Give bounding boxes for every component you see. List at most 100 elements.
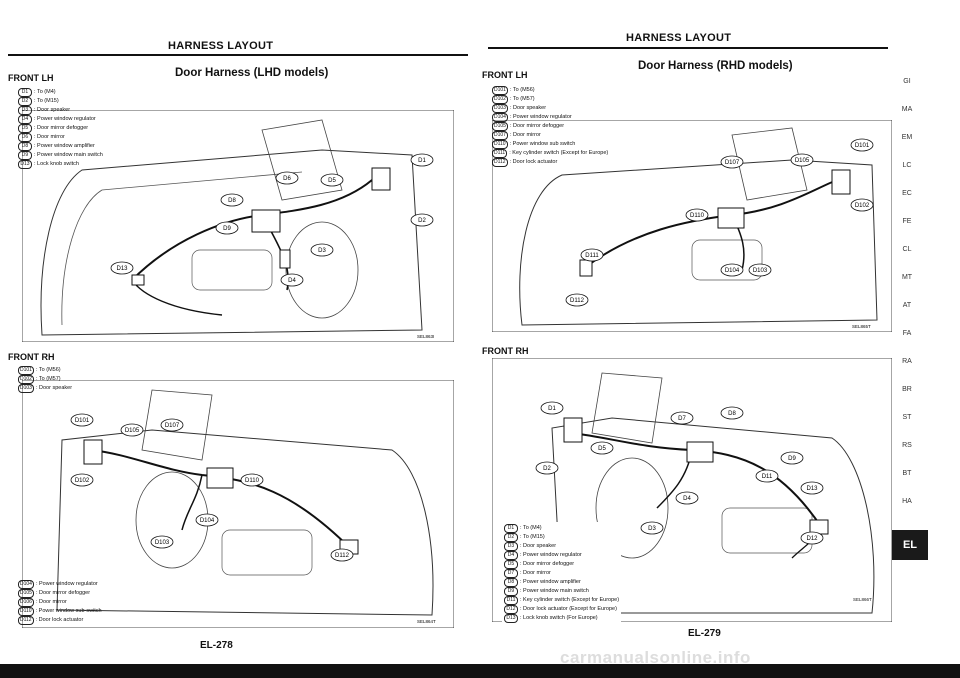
connector-label: D112 [335,553,350,559]
connector-label: D12 [806,536,818,542]
connector-code-badge: D8 [18,142,32,151]
right-front-rh-label: FRONT RH [482,346,529,356]
right-page-number: EL-279 [688,628,721,639]
legend-text: : Lock knob switch [34,161,79,167]
connector-code-badge: D101 [18,366,34,375]
legend-text: : Power window regulator [520,552,582,558]
legend-item: D102: To (M57) [492,95,608,104]
connector-code-badge: D107 [492,131,508,140]
connector-callout: D5 [320,173,344,187]
legend-text: : Power window sub-switch [35,608,102,614]
legend-text: : To (M57) [509,96,535,102]
legend-text: : Door speaker [509,105,547,111]
section-tab-ma[interactable]: MA [901,106,913,113]
section-tab-ra[interactable]: RA [902,358,912,365]
connector-code-badge: D13 [504,614,518,623]
left-front-lh-ref: SEL863I [417,334,434,339]
legend-item: D111: Key cylinder switch (Except for Eu… [492,149,608,158]
connector-callout: D103 [748,263,772,277]
connector-label: D11 [762,474,773,480]
connector-code-badge: D6 [18,133,32,142]
connector-label: D103 [753,268,768,274]
connector-callout: D13 [110,261,134,275]
connector-label: D2 [543,466,551,472]
connector-code-badge: D102 [18,375,34,384]
legend-item: D1: To (M4) [18,88,103,97]
connector-label: D111 [585,253,599,259]
legend-item: D9: Power window main switch [504,587,619,596]
legend-text: : Power window main switch [34,152,103,158]
legend-item: D1: To (M4) [504,524,619,533]
legend-text: : Door mirror [34,134,65,140]
left-front-rh-label: FRONT RH [8,352,55,362]
section-tab-ec[interactable]: EC [902,190,912,197]
right-header-rule [488,47,888,49]
connector-code-badge: D105 [492,122,508,131]
connector-code-badge: D13 [18,160,32,169]
connector-label: D102 [855,203,870,209]
connector-callout: D107 [160,418,184,432]
connector-label: D5 [598,446,606,452]
active-section-tab[interactable]: EL [892,530,928,560]
connector-label: D104 [725,268,740,274]
connector-label: D9 [788,456,796,462]
section-tab-st[interactable]: ST [902,414,912,421]
connector-label: D110 [245,478,260,484]
legend-item: D103: Door speaker [18,384,72,393]
connector-label: D105 [125,428,140,434]
section-tab-bt[interactable]: BT [902,470,912,477]
connector-callout: D101 [70,413,94,427]
section-tab-mt[interactable]: MT [901,274,913,281]
connector-callout: D110 [240,473,264,487]
section-tab-at[interactable]: AT [902,302,912,309]
legend-item: D4: Power window regulator [504,551,619,560]
right-front-lh-legend: D101: To (M56)D102: To (M57)D103: Door s… [492,86,608,167]
connector-code-badge: D7 [504,569,518,578]
left-front-rh-legend-top: D101: To (M56)D102: To (M57)D103: Door s… [18,366,72,393]
legend-text: : Door mirror [35,599,67,605]
connector-code-badge: D9 [18,151,32,160]
connector-callout: D105 [120,423,144,437]
connector-code-badge: D5 [18,124,32,133]
section-tab-br[interactable]: BR [902,386,912,393]
legend-item: D8: Power window amplifier [18,142,103,151]
section-tab-em[interactable]: EM [901,134,913,141]
section-tab-fe[interactable]: FE [902,218,912,225]
section-tab-cl[interactable]: CL [902,246,912,253]
connector-label: D9 [223,226,231,232]
connector-callout: D8 [220,193,244,207]
section-tab-ha[interactable]: HA [902,498,912,505]
legend-text: : Door mirror [520,570,551,576]
section-tab-fa[interactable]: FA [902,330,912,337]
connector-callout: D2 [410,213,434,227]
section-tab-gi[interactable]: GI [903,78,911,85]
legend-text: : Door mirror defogger [34,125,89,131]
legend-text: : Power window main switch [520,588,589,594]
connector-callout: D3 [640,521,664,535]
legend-text: : Power window amplifier [520,579,581,585]
connector-code-badge: D2 [18,97,32,106]
section-tab-rs[interactable]: RS [902,442,912,449]
legend-item: D112: Door lock actuator [492,158,608,167]
connector-code-badge: D112 [18,616,34,625]
legend-item: D104: Power window regulator [18,580,102,589]
legend-text: : To (M56) [509,87,535,93]
legend-item: D107: Door mirror [492,131,608,140]
connector-code-badge: D5 [504,560,518,569]
connector-code-badge: D3 [504,542,518,551]
connector-callout: D8 [720,406,744,420]
connector-code-badge: D103 [492,104,508,113]
legend-item: D6: Door mirror [18,133,103,142]
section-tab-lc[interactable]: LC [902,162,912,169]
connector-callout: D4 [675,491,699,505]
connector-label: D101 [75,418,90,424]
right-front-lh-ref: SEL865T [852,324,871,329]
connector-callout: D9 [215,221,239,235]
legend-item: D4: Power window regulator [18,115,103,124]
connector-label: D107 [725,160,740,166]
connector-callout: D6 [275,171,299,185]
legend-item: D5: Door mirror defogger [18,124,103,133]
